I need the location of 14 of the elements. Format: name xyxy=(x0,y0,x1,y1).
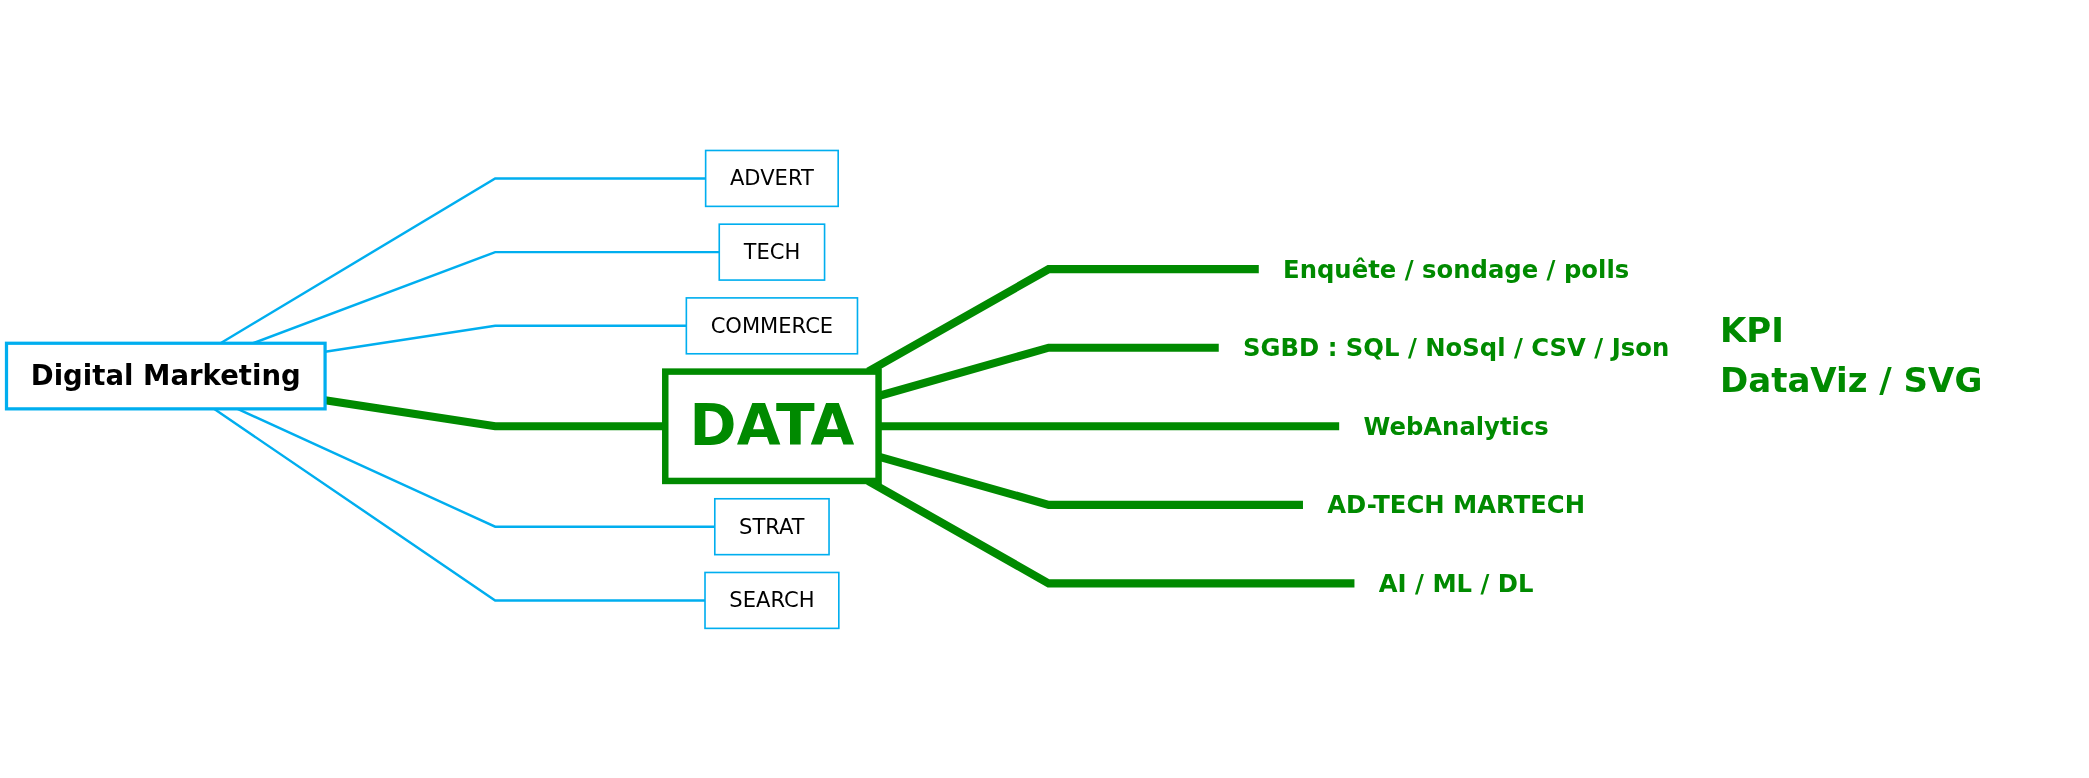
node-text: SGBD : SQL / NoSql / CSV / Json xyxy=(1243,333,1670,362)
node-box: STRAT xyxy=(714,497,830,556)
node-text: AD-TECH MARTECH xyxy=(1327,490,1585,519)
node-box: TECH xyxy=(718,222,826,281)
node-box: SEARCH xyxy=(704,571,840,629)
note-text: DataViz / SVG xyxy=(1720,360,1984,400)
node-box: DATA xyxy=(662,367,882,484)
node-box: Digital Marketing xyxy=(4,341,327,411)
node-box: ADVERT xyxy=(704,149,839,207)
node-text: Enquête / sondage / polls xyxy=(1283,254,1630,283)
node-text: WebAnalytics xyxy=(1363,411,1549,441)
node-text: AI / ML / DL xyxy=(1378,568,1534,598)
note-text: KPI xyxy=(1720,310,1785,350)
node-box: COMMERCE xyxy=(685,296,859,355)
